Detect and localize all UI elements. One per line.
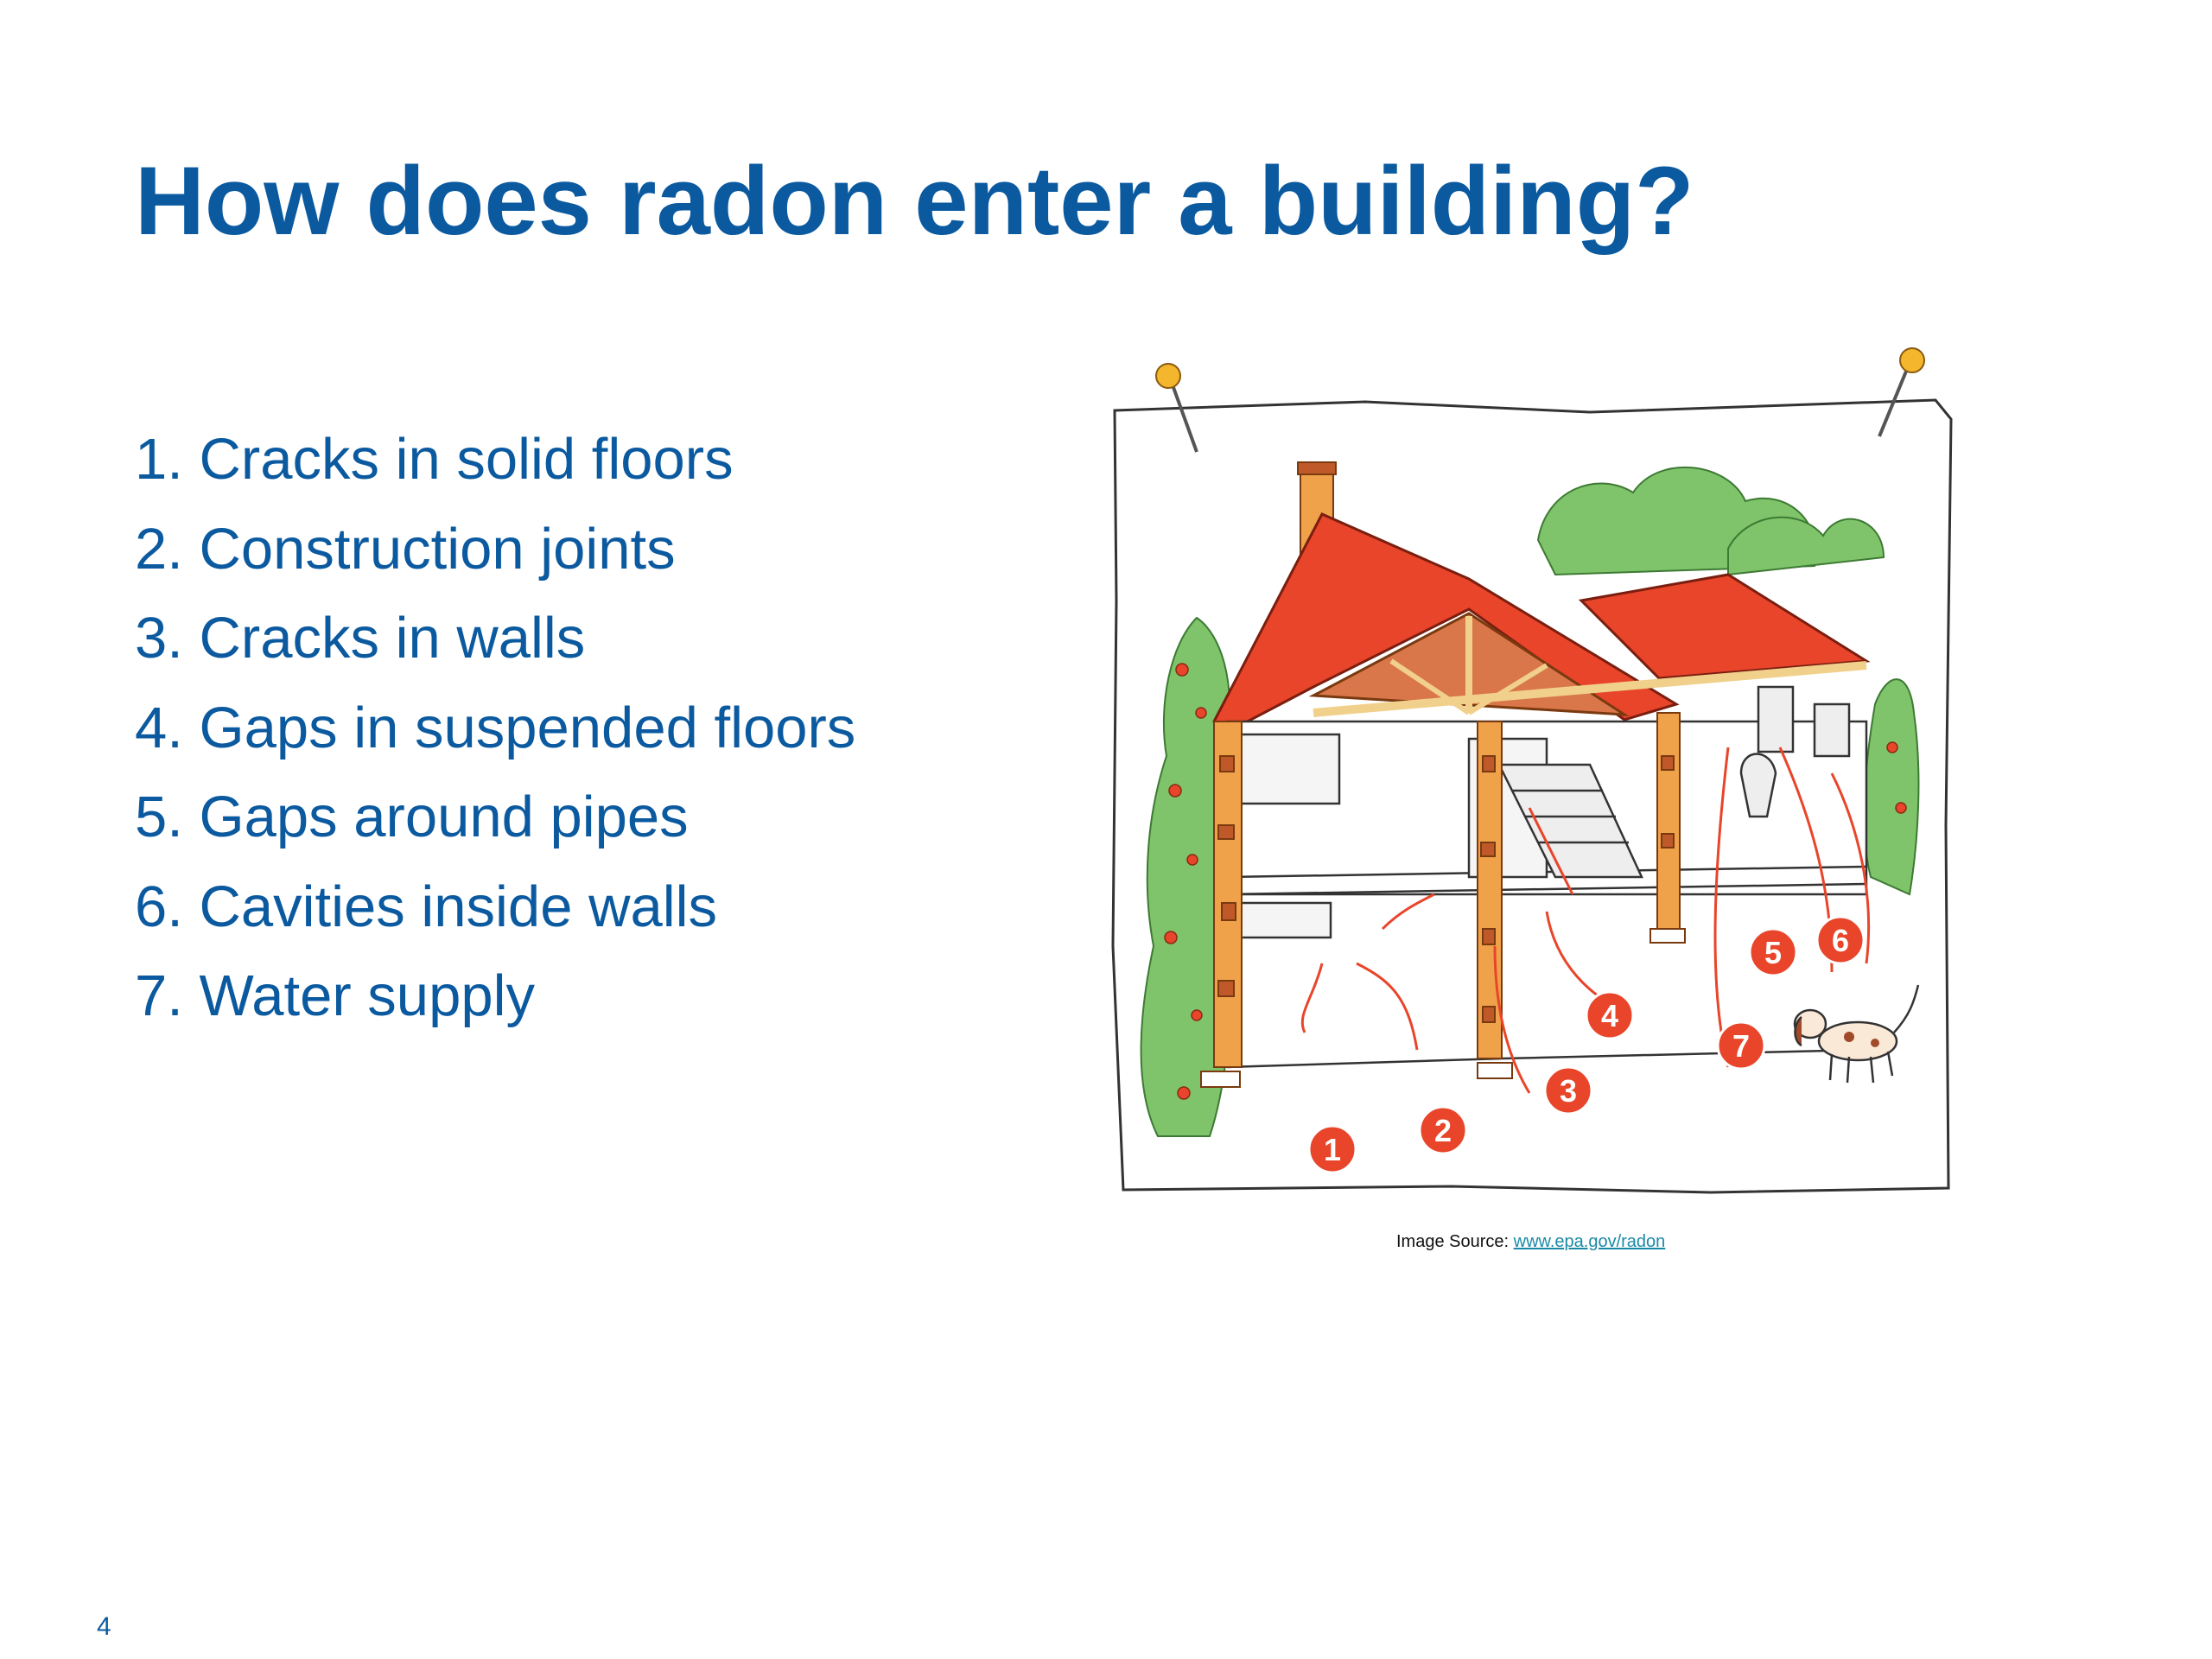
pin-left-icon xyxy=(1155,363,1198,453)
list-item: 3. Cracks in walls xyxy=(135,606,586,671)
badge-6: 6 xyxy=(1815,915,1866,965)
caption-source-link[interactable]: www.epa.gov/radon xyxy=(1513,1232,1666,1251)
radon-entry-list: 1. Cracks in solid floors 2. Constructio… xyxy=(135,415,855,1041)
page-number: 4 xyxy=(97,1612,111,1641)
house-interior xyxy=(1225,685,1868,1069)
roof-right xyxy=(1578,573,1871,680)
svg-text:6: 6 xyxy=(1832,923,1849,958)
roof-truss xyxy=(1308,612,1867,717)
list-item: 1. Cracks in solid floors xyxy=(135,427,734,492)
slide-title: How does radon enter a building? xyxy=(135,147,1694,255)
dog-icon xyxy=(1793,984,1920,1084)
svg-text:1: 1 xyxy=(1324,1132,1341,1167)
badge-3: 3 xyxy=(1543,1065,1593,1116)
caption-prefix: Image Source: xyxy=(1396,1232,1514,1251)
badge-7: 7 xyxy=(1716,1020,1766,1071)
svg-text:3: 3 xyxy=(1560,1073,1577,1109)
list-item: 4. Gaps in suspended floors xyxy=(135,695,856,760)
list-item: 5. Gaps around pipes xyxy=(135,785,689,849)
svg-text:2: 2 xyxy=(1434,1113,1452,1148)
roof-main xyxy=(1212,512,1680,736)
svg-text:5: 5 xyxy=(1764,935,1782,970)
trees xyxy=(1140,466,1920,1137)
badge-4: 4 xyxy=(1585,990,1635,1040)
svg-text:7: 7 xyxy=(1732,1028,1750,1064)
list-item: 6. Cavities inside walls xyxy=(135,874,717,939)
badge-1: 1 xyxy=(1307,1124,1357,1174)
pin-right-icon xyxy=(1878,347,1925,437)
image-caption: Image Source: www.epa.gov/radon xyxy=(1396,1232,1665,1252)
house-radon-illustration: 1 2 3 4 5 6 7 xyxy=(1111,347,1953,1194)
badge-5: 5 xyxy=(1748,927,1798,977)
badge-2: 2 xyxy=(1418,1105,1468,1155)
list-item: 7. Water supply xyxy=(135,963,535,1028)
list-item: 2. Construction joints xyxy=(135,516,676,582)
radon-arrows xyxy=(1300,747,1871,1094)
svg-text:4: 4 xyxy=(1601,998,1618,1033)
